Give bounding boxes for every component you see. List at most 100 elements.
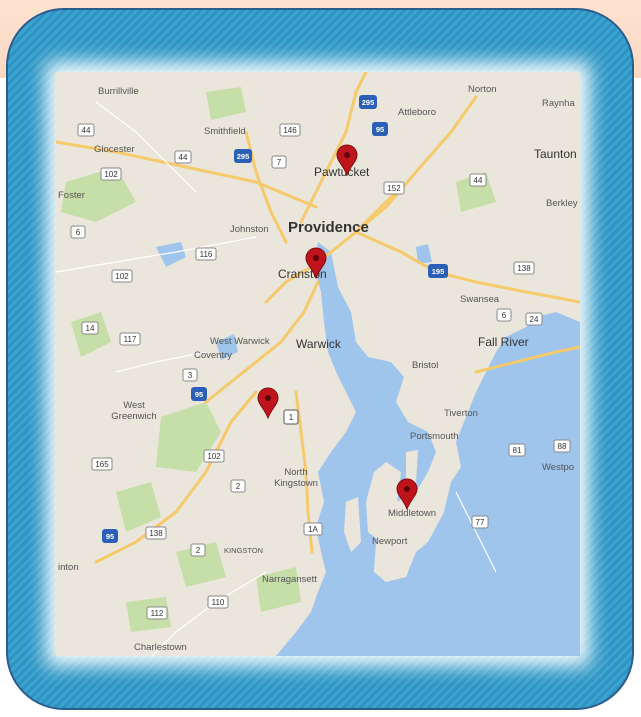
- islands: [344, 450, 418, 552]
- label-charlestown: Charlestown: [134, 642, 187, 653]
- route-shield-117: 117: [119, 332, 141, 346]
- svg-text:102: 102: [104, 170, 118, 179]
- svg-text:44: 44: [474, 176, 483, 185]
- route-shield-1a: 1A: [303, 522, 323, 536]
- label-johnston: Johnston: [230, 224, 269, 235]
- svg-text:44: 44: [82, 126, 91, 135]
- route-shield-44-east: 44: [469, 173, 487, 187]
- marker-cranston[interactable]: [305, 247, 327, 280]
- route-shield-146: 146: [279, 123, 301, 137]
- svg-text:110: 110: [212, 598, 225, 607]
- route-shield-112: 112: [146, 606, 168, 620]
- label-burrillville: Burrillville: [98, 86, 139, 97]
- route-shield-77: 77: [471, 515, 489, 529]
- route-shield-44: 44: [77, 123, 95, 137]
- label-attleboro: Attleboro: [398, 107, 436, 118]
- route-shield-6-west: 6: [70, 225, 86, 239]
- label-middletown: Middletown: [388, 508, 436, 519]
- label-coventry: Coventry: [194, 350, 232, 361]
- svg-text:3: 3: [188, 371, 193, 380]
- svg-text:77: 77: [476, 518, 485, 527]
- label-kingston: KINGSTON: [224, 546, 263, 555]
- label-providence: Providence: [288, 219, 369, 236]
- svg-text:7: 7: [277, 158, 282, 167]
- label-tiverton: Tiverton: [444, 408, 478, 419]
- svg-text:2: 2: [196, 546, 201, 555]
- svg-text:102: 102: [115, 272, 129, 281]
- route-shield-295-west: 295: [234, 149, 252, 163]
- route-shield-24: 24: [525, 312, 543, 326]
- label-newport: Newport: [372, 536, 408, 547]
- map-panel[interactable]: 44 146 295 95 7 102 44 152 44 6 116 102 …: [56, 72, 580, 656]
- svg-text:152: 152: [387, 184, 401, 193]
- route-shield-110: 110: [207, 595, 229, 609]
- svg-text:295: 295: [362, 98, 375, 107]
- route-shield-44-glocester: 44: [174, 150, 192, 164]
- route-shield-102-mid: 102: [111, 269, 133, 283]
- route-shield-3: 3: [182, 368, 198, 382]
- label-raynham: Raynha: [542, 98, 575, 109]
- route-shield-138-east: 138: [513, 261, 535, 275]
- label-foster: Foster: [58, 190, 85, 201]
- route-shield-102-south: 102: [203, 449, 225, 463]
- route-shield-6-east: 6: [496, 308, 512, 322]
- marker-pawtucket[interactable]: [336, 144, 358, 177]
- svg-text:95: 95: [195, 390, 203, 399]
- svg-text:138: 138: [517, 264, 531, 273]
- route-shield-138-south: 138: [145, 526, 167, 540]
- label-hopkinton: inton: [58, 562, 79, 573]
- svg-text:6: 6: [76, 228, 81, 237]
- label-warwick: Warwick: [296, 337, 342, 351]
- label-glocester: Glocester: [94, 144, 135, 155]
- label-pawtucket: Pawtucket: [314, 165, 370, 179]
- label-west-warwick: West Warwick: [210, 336, 270, 347]
- label-swansea: Swansea: [460, 294, 500, 305]
- route-shield-2-south: 2: [190, 543, 206, 557]
- label-fall-river: Fall River: [478, 335, 529, 349]
- route-shield-295-north: 295: [359, 95, 377, 109]
- route-shield-2-mid: 2: [230, 479, 246, 493]
- label-narragansett: Narragansett: [262, 574, 317, 585]
- label-smithfield: Smithfield: [204, 126, 246, 137]
- route-shield-1: 1: [283, 409, 299, 425]
- svg-text:44: 44: [179, 153, 188, 162]
- label-portsmouth: Portsmouth: [410, 431, 459, 442]
- svg-text:81: 81: [513, 446, 522, 455]
- marker-middletown[interactable]: [396, 478, 418, 511]
- svg-text:112: 112: [151, 609, 164, 618]
- route-shield-95-mid: 95: [191, 387, 207, 401]
- marker-east-greenwich[interactable]: [257, 387, 279, 420]
- svg-text:1: 1: [289, 413, 294, 422]
- route-shield-165: 165: [91, 457, 113, 471]
- route-shield-116: 116: [195, 247, 217, 261]
- svg-text:95: 95: [376, 125, 384, 134]
- svg-text:295: 295: [237, 152, 250, 161]
- svg-text:195: 195: [432, 267, 445, 276]
- svg-text:116: 116: [200, 250, 213, 259]
- route-shield-152: 152: [383, 181, 405, 195]
- route-shield-88: 88: [553, 439, 571, 453]
- label-berkley: Berkley: [546, 198, 578, 209]
- label-norton: Norton: [468, 84, 497, 95]
- route-shield-102-west: 102: [100, 167, 122, 181]
- label-taunton: Taunton: [534, 147, 577, 161]
- label-bristol: Bristol: [412, 360, 438, 371]
- svg-text:138: 138: [149, 529, 163, 538]
- route-shield-95-south: 95: [102, 529, 118, 543]
- narragansett-bay: [156, 242, 580, 656]
- svg-text:165: 165: [95, 460, 109, 469]
- route-shields: 44 146 295 95 7 102 44 152 44 6 116 102 …: [70, 95, 571, 620]
- label-westport: Westpo: [542, 462, 574, 473]
- svg-text:24: 24: [530, 315, 539, 324]
- svg-text:14: 14: [86, 324, 95, 333]
- route-shield-7: 7: [271, 155, 287, 169]
- local-roads: [56, 101, 497, 656]
- svg-text:146: 146: [283, 126, 297, 135]
- route-shield-195: 195: [428, 264, 448, 278]
- highways: [56, 72, 580, 564]
- route-shield-14: 14: [81, 321, 99, 335]
- route-shield-95-north: 95: [372, 122, 388, 136]
- map-markers: [257, 144, 418, 511]
